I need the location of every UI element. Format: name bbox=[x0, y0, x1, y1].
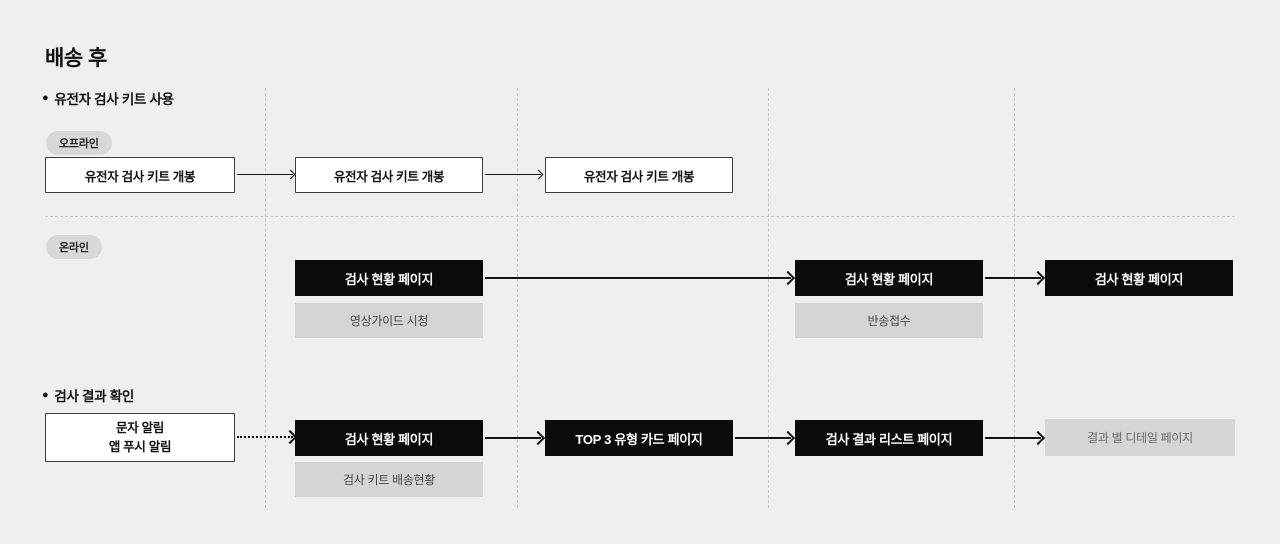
flow-arrow bbox=[237, 174, 293, 175]
online-badge: 온라인 bbox=[46, 235, 102, 259]
lane-divider-line bbox=[45, 216, 1235, 217]
column-divider-line bbox=[768, 88, 769, 508]
section-label: 유전자 검사 키트 사용 bbox=[54, 92, 174, 107]
page-box-test-status-4: 검사 현황 페이지 bbox=[295, 420, 483, 456]
flow-box-kit-open-3: 유전자 검사 키트 개봉 bbox=[545, 157, 733, 193]
flow-arrow bbox=[485, 277, 791, 279]
page-title: 배송 후 bbox=[45, 47, 107, 70]
sub-box-video-guide: 영상가이드 시청 bbox=[295, 303, 483, 338]
page-box-test-status-3: 검사 현황 페이지 bbox=[1045, 260, 1233, 296]
section-header-kit-usage: ● 유전자 검사 키트 사용 bbox=[42, 88, 174, 108]
column-divider-line bbox=[1014, 88, 1015, 508]
section-bullet-icon: ● bbox=[42, 91, 49, 104]
flow-arrow bbox=[485, 437, 541, 439]
flow-arrow-dotted bbox=[237, 436, 293, 438]
flow-arrow bbox=[985, 437, 1041, 439]
page-box-top3-card: TOP 3 유형 카드 페이지 bbox=[545, 420, 733, 456]
flow-arrow bbox=[485, 174, 541, 175]
sub-box-kit-delivery-status: 검사 키트 배송현황 bbox=[295, 462, 483, 497]
page-box-test-status-2: 검사 현황 페이지 bbox=[795, 260, 983, 296]
flow-box-kit-open-1: 유전자 검사 키트 개봉 bbox=[45, 157, 235, 193]
offline-badge: 오프라인 bbox=[46, 131, 112, 155]
notify-line-push: 앱 푸시 알림 bbox=[108, 439, 172, 454]
flow-box-kit-open-2: 유전자 검사 키트 개봉 bbox=[295, 157, 483, 193]
page-box-result-list: 검사 결과 리스트 페이지 bbox=[795, 420, 983, 456]
page-box-test-status-1: 검사 현황 페이지 bbox=[295, 260, 483, 296]
flow-arrow bbox=[735, 437, 791, 439]
flow-arrow bbox=[985, 277, 1041, 279]
column-divider-line bbox=[265, 88, 266, 508]
section-label: 검사 결과 확인 bbox=[54, 389, 134, 404]
section-bullet-icon: ● bbox=[42, 388, 49, 401]
flow-box-notifications: 문자 알림 앱 푸시 알림 bbox=[45, 413, 235, 462]
column-divider-line bbox=[517, 88, 518, 508]
notify-line-sms: 문자 알림 bbox=[116, 421, 164, 436]
page-box-result-detail: 결과 별 디테일 페이지 bbox=[1045, 419, 1235, 456]
section-header-result-check: ● 검사 결과 확인 bbox=[42, 385, 134, 405]
sub-box-return-request: 반송접수 bbox=[795, 303, 983, 338]
